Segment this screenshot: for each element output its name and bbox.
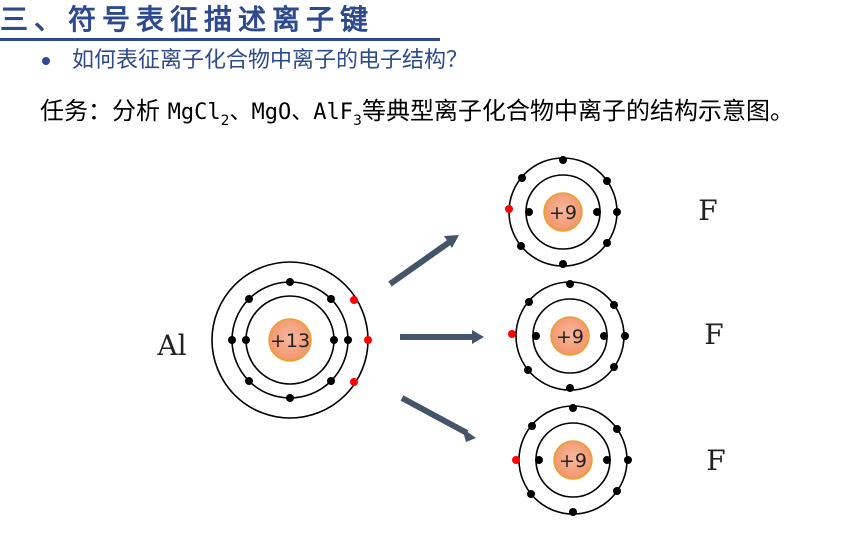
gained-electron: [512, 456, 520, 464]
electron: [527, 490, 535, 498]
f-atom-2: +9: [508, 280, 629, 392]
electron: [518, 174, 526, 182]
electron: [624, 456, 632, 464]
bullet-question: 如何表征离子化合物中离子的电子结构？: [42, 46, 468, 76]
electron: [610, 301, 618, 309]
electron: [603, 456, 611, 464]
electron: [286, 278, 294, 286]
task-text: 任务：分析 MgCl2、MgO、AlF3等典型离子化合物中离子的结构示意图。: [40, 90, 820, 142]
electron: [593, 208, 601, 216]
formula-mgo-alf: 、MgO、AlF: [229, 100, 354, 125]
arrow-up: [388, 235, 459, 287]
al-atom: +13: [211, 261, 372, 419]
electron: [535, 456, 543, 464]
electron: [327, 295, 335, 303]
task-rest: 等典型离子化合物中离子的结构示意图。: [361, 97, 794, 125]
bullet-icon: [42, 57, 50, 65]
electron: [517, 242, 525, 250]
electron: [600, 332, 608, 340]
f1-label: F: [698, 194, 717, 227]
bullet-text: 如何表征离子化合物中离子的电子结构？: [72, 48, 469, 73]
valence-electron: [364, 336, 372, 344]
subscript-3: 3: [353, 112, 362, 129]
al-nucleus: [268, 318, 312, 362]
electron: [524, 366, 532, 374]
f3-nucleus-charge: +9: [559, 450, 587, 472]
al-label: Al: [156, 329, 186, 362]
electron: [613, 425, 621, 433]
electron: [569, 404, 577, 412]
slide-title: 三、符号表征描述离子键: [0, 3, 375, 36]
electron: [330, 336, 338, 344]
electron: [610, 363, 618, 371]
electron: [613, 487, 621, 495]
electron: [525, 208, 533, 216]
f2-label: F: [704, 318, 723, 351]
f-atom-3: +9: [512, 404, 632, 516]
electron: [603, 239, 611, 247]
electron: [621, 332, 629, 340]
electron: [245, 377, 253, 385]
f-atom-1: +9: [505, 156, 621, 268]
electron: [528, 422, 536, 430]
electron: [559, 260, 567, 268]
electron: [286, 394, 294, 402]
gained-electron: [508, 330, 516, 338]
electron: [603, 177, 611, 185]
f2-nucleus: [550, 316, 590, 356]
subscript-2: 2: [220, 112, 230, 129]
valence-electron: [350, 378, 358, 386]
al-nucleus-charge: +13: [270, 330, 310, 352]
electron: [566, 280, 574, 288]
f1-nucleus-charge: +9: [549, 202, 577, 224]
electron: [569, 508, 577, 516]
electron: [525, 298, 533, 306]
arrow-right: [400, 330, 484, 344]
title-underline: [0, 38, 440, 41]
valence-electron: [350, 296, 358, 304]
electron: [327, 377, 335, 385]
formula-mgcl2: MgCl: [167, 100, 221, 125]
task-prefix: 任务：分析: [40, 97, 168, 125]
electron: [613, 208, 621, 216]
f1-nucleus: [543, 192, 583, 232]
f3-label: F: [706, 444, 725, 477]
electron: [532, 332, 540, 340]
electron: [228, 336, 236, 344]
gained-electron: [505, 205, 513, 213]
electron: [566, 384, 574, 392]
electron: [245, 295, 253, 303]
electron: [344, 336, 352, 344]
electron: [559, 156, 567, 164]
f3-nucleus: [553, 440, 593, 480]
electron: [242, 336, 250, 344]
f2-nucleus-charge: +9: [556, 326, 584, 348]
arrow-down: [400, 395, 476, 442]
